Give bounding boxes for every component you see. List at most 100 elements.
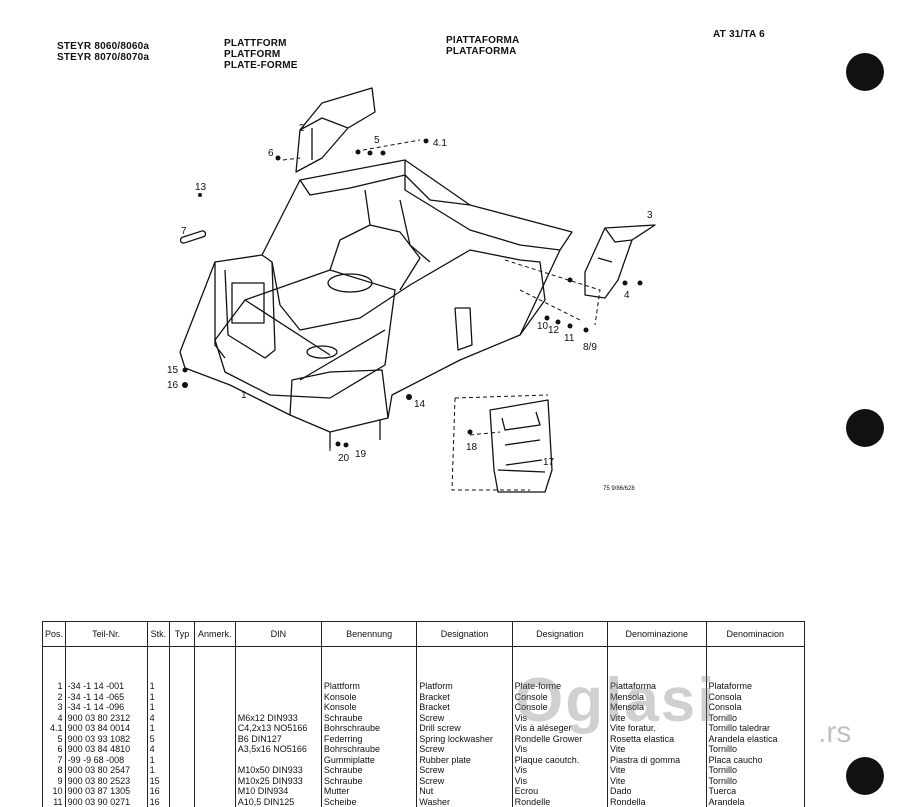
col-header-din: DIN <box>234 621 322 647</box>
drawing-label-13: 13 <box>195 182 207 193</box>
bracket-3-outline <box>584 224 656 299</box>
drawing-label-14: 14 <box>414 399 426 410</box>
cell-part: 900 03 84 4810 <box>64 744 148 755</box>
platform-outline <box>179 159 573 433</box>
cell-part: -99 -9 68 -008 <box>64 754 148 765</box>
cell-pos: 1 <box>42 681 66 692</box>
cell-empty <box>193 765 236 776</box>
cell-es: Arandela <box>705 796 805 807</box>
cell-pos: 6 <box>42 744 66 755</box>
cell-de: Gummiplatte <box>320 754 418 765</box>
drawing-label-15: 15 <box>167 365 179 376</box>
cell-es: Consola <box>705 691 805 702</box>
cell-din: M10 DIN934 <box>234 786 322 797</box>
cell-en: Spring lockwasher <box>416 733 513 744</box>
cell-de: Scheibe <box>320 796 418 807</box>
cell-qty: 1 <box>146 681 171 692</box>
cell-qty: 4 <box>146 744 171 755</box>
exploded-view-drawing: 1 2 3 4 4.1 5 6 7 8/9 10 11 12 13 14 15 … <box>167 87 656 493</box>
cell-qty: 1 <box>146 691 171 702</box>
drawing-label-4-1: 4.1 <box>433 138 447 149</box>
cell-part: -34 -1 14 -065 <box>64 691 148 702</box>
cell-qty: 1 <box>146 702 171 713</box>
cell-de: Bohrschraube <box>320 723 418 734</box>
drawing-reference-code: 75 9/86/628 <box>603 486 635 492</box>
model-line-2: STEYR 8070/8070a <box>57 52 150 63</box>
cell-empty <box>169 765 195 776</box>
cell-pos: 5 <box>42 733 66 744</box>
col-header-es: Denominacion <box>705 621 805 647</box>
cell-part: 900 03 87 1305 <box>64 786 148 797</box>
bracket-2-outline <box>295 87 376 173</box>
cell-it: Vite <box>607 765 707 776</box>
cell-empty <box>169 796 195 807</box>
cell-qty: 15 <box>146 775 171 786</box>
drawing-label-5: 5 <box>374 135 380 146</box>
cell-en: Screw <box>416 712 513 723</box>
cell-pos: 3 <box>42 702 66 713</box>
watermark-logo: Oglasi <box>515 666 717 735</box>
cell-fr: Rondelle <box>511 796 609 807</box>
cell-fr: Plaque caoutch. <box>511 754 609 765</box>
cell-es: Tornillo <box>705 775 805 786</box>
cell-empty <box>169 775 195 786</box>
cell-it: Dado <box>607 786 707 797</box>
binder-hole-bottom <box>846 757 884 795</box>
cell-de: Bohrschraube <box>320 744 418 755</box>
cell-empty <box>169 691 195 702</box>
cell-fr: Vis <box>511 744 609 755</box>
drawing-label-3: 3 <box>647 210 653 221</box>
cell-din: A3,5x16 NO5166 <box>234 744 322 755</box>
cell-part: -34 -1 14 -096 <box>64 702 148 713</box>
cell-en: Screw <box>416 775 513 786</box>
cell-it: Vite <box>607 712 707 723</box>
cell-part: -34 -1 14 -001 <box>64 681 148 692</box>
cell-din: M6x12 DIN933 <box>234 712 322 723</box>
cell-part: 900 03 80 2312 <box>64 712 148 723</box>
cell-it: Rondella <box>607 796 707 807</box>
cell-pos: 8 <box>42 765 66 776</box>
cell-it: Mensola <box>607 702 707 713</box>
drawing-label-6: 6 <box>268 148 274 159</box>
cell-empty <box>169 786 195 797</box>
col-header-fr: Designation <box>511 621 609 647</box>
cell-it: Vite foratur. <box>607 723 707 734</box>
cell-empty <box>193 723 236 734</box>
cell-es: Consola <box>705 702 805 713</box>
cell-es: Tuerca <box>705 786 805 797</box>
cell-din <box>234 754 322 765</box>
cell-din <box>234 681 322 692</box>
cell-es: Arandela elastica <box>705 733 805 744</box>
table-header-row: Pos. Teil-Nr. Stk. Typ Anmerk. DIN Benen… <box>42 621 805 647</box>
col-header-qty: Stk. <box>146 621 171 647</box>
cell-empty <box>193 796 236 807</box>
cell-de: Federring <box>320 733 418 744</box>
cell-pos: 10 <box>42 786 66 797</box>
cell-empty <box>193 702 236 713</box>
cell-en: Bracket <box>416 702 513 713</box>
binder-hole-middle <box>846 409 884 447</box>
cell-en: Drill screw <box>416 723 513 734</box>
drawing-label-4: 4 <box>624 290 630 301</box>
cell-empty <box>169 712 195 723</box>
title-fr: PLATE-FORME <box>224 60 298 71</box>
cell-en: Platform <box>416 681 513 692</box>
cell-en: Bracket <box>416 691 513 702</box>
cell-fr: Ecrou <box>511 786 609 797</box>
cell-din <box>234 691 322 702</box>
drawing-label-17: 17 <box>543 457 555 468</box>
cell-part: 900 03 93 1082 <box>64 733 148 744</box>
watermark-suffix: .rs <box>818 716 852 749</box>
title-en: PLATFORM <box>224 49 281 60</box>
col-header-pos: Pos. <box>42 621 66 647</box>
cell-empty <box>193 786 236 797</box>
cell-it: Piastra di gomma <box>607 754 707 765</box>
cell-pos: 2 <box>42 691 66 702</box>
cell-fr: Vis <box>511 775 609 786</box>
drawing-label-19: 19 <box>355 449 367 460</box>
cell-part: 900 03 90 0271 <box>64 796 148 807</box>
